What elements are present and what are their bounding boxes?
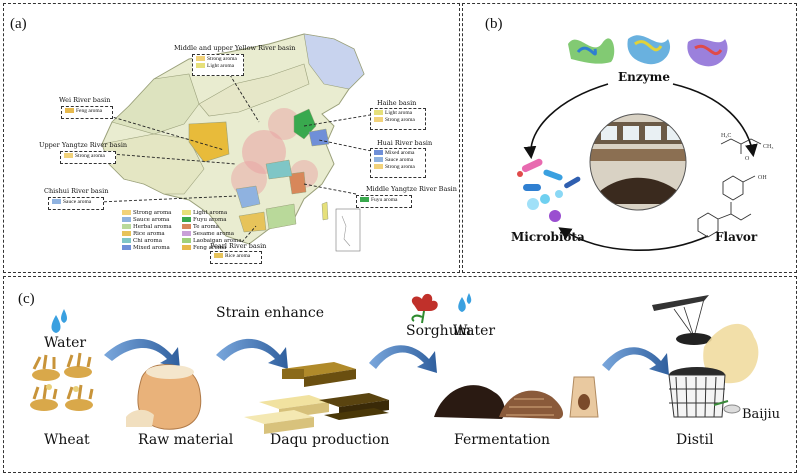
water2-label: Water: [453, 323, 496, 339]
arrow-enzyme-to-microbiota: [523, 83, 609, 160]
basin-title-chishui: Chishui River basin: [44, 187, 109, 195]
basin-title-yellow-river: Middle and upper Yellow River basin: [174, 44, 296, 52]
process-arrow: [104, 338, 180, 369]
enzyme-structures-icon: [568, 35, 728, 67]
basin-title-wei-river: Wei River basin: [59, 96, 111, 104]
guizhou-region: [235, 185, 261, 209]
svg-text:CH₃: CH₃: [763, 144, 773, 150]
south-china-sea-inset: [335, 208, 361, 252]
fermentation-piles-icon: [434, 376, 599, 419]
basin-title-pearl: Pearl River basin: [210, 242, 267, 250]
legend-item: Fuyu aroma: [182, 217, 242, 224]
aroma-cluster-southwest: [231, 161, 267, 197]
arrow-flavor-to-microbiota: [558, 227, 709, 252]
strain-enhance-label: Strain enhance: [216, 305, 325, 321]
jiangxi-region: [288, 171, 307, 195]
microbiota-icon: [517, 158, 581, 222]
panel-a-label: (a): [10, 16, 27, 32]
taiwan-region: [321, 201, 329, 221]
flavor-label: Flavor: [715, 230, 758, 244]
panel-c-label: (c): [18, 291, 35, 307]
basin-box-yellow-river: Strong aroma Light aroma: [192, 54, 244, 76]
legend-item: Herbal aroma: [122, 224, 182, 231]
aroma-cluster-north: [268, 108, 300, 140]
inner-mongolia-region: [198, 63, 310, 117]
wheat-icon: [30, 352, 94, 411]
raw-material-sack-icon: [126, 364, 202, 430]
basin-box-chishui: Sauce aroma: [48, 197, 104, 210]
process-arrow: [216, 338, 288, 369]
water-drop-icon: [61, 309, 67, 323]
leader-chishui: [98, 195, 237, 203]
legend-item: Sauce aroma: [122, 217, 182, 224]
daqu-bricks-icon: [244, 362, 389, 434]
panel-c: (c): [3, 276, 797, 473]
basin-title-middle-yangtze: Middle Yangtze River Basin: [366, 185, 457, 193]
fermentation-pit-photo: [590, 114, 686, 210]
sorghum-label: Sorghum: [406, 323, 471, 339]
panel-a: (a): [3, 3, 460, 273]
leader-upper-yangtze: [111, 153, 237, 165]
raw-material-label: Raw material: [138, 432, 234, 448]
process-arrow: [369, 345, 437, 373]
legend-item: Laobaigan aroma: [182, 238, 242, 245]
water-drop-icon: [466, 293, 472, 304]
hubei-region: [265, 159, 293, 180]
xinjiang-region: [111, 73, 200, 135]
distillation-still-icon: [652, 295, 759, 418]
process-arrow: [602, 347, 669, 375]
basin-title-huai: Huai River basin: [377, 139, 433, 147]
process-illustration: [30, 293, 759, 434]
leader-pearl: [241, 225, 257, 243]
china-map: [98, 33, 377, 252]
northeast-region: [303, 33, 365, 90]
fermentation-label: Fermentation: [454, 432, 551, 448]
arrow-enzyme-to-flavor: [672, 83, 758, 158]
legend-item: Te aroma: [182, 224, 242, 231]
leader-middle-yangtze: [303, 183, 357, 195]
legend-item: Feng aroma: [182, 245, 242, 252]
microbiota-label: Microbiota: [511, 230, 585, 244]
leader-haihe: [303, 113, 377, 127]
svg-text:H₃C: H₃C: [721, 133, 731, 139]
water-label: Water: [44, 335, 87, 351]
svg-text:OH: OH: [758, 175, 767, 181]
water-drop-icon: [458, 297, 466, 312]
legend-item: Chi aroma: [122, 238, 182, 245]
guangdong-region: [265, 203, 297, 230]
sorghum-icon: [411, 293, 438, 324]
guangxi-region: [238, 211, 267, 233]
legend-item: Strong aroma: [122, 210, 182, 217]
legend-item: Mixed aroma: [122, 245, 182, 252]
legend-item: Sesame aroma: [182, 231, 242, 238]
panel-b-label: (b): [485, 16, 503, 32]
qinghai-region: [188, 121, 230, 163]
panel-b: (b): [462, 3, 797, 273]
basin-box-pearl: Rice aroma: [210, 251, 262, 264]
basin-title-haihe: Haihe basin: [377, 99, 417, 107]
legend-item: Rice aroma: [122, 231, 182, 238]
water-drop-icon: [51, 315, 61, 333]
distil-label: Distil: [676, 432, 714, 448]
baijiu-label: Baijiu: [742, 407, 781, 422]
cycle-diagram: H₃C CH₃ O OH: [517, 35, 773, 252]
tibet-region: [101, 133, 205, 195]
wheat-label: Wheat: [44, 432, 90, 448]
basin-box-middle-yangtze: Fuyu aroma: [356, 195, 412, 208]
map-legend: Strong aroma Light aroma Sauce aroma Fuy…: [122, 210, 242, 252]
shandong-region: [308, 128, 330, 147]
legend-item: Light aroma: [182, 210, 242, 217]
basin-box-haihe: Light aroma Strong aroma: [370, 108, 426, 130]
basin-title-upper-yangtze: Upper Yangtze River basin: [39, 141, 128, 149]
svg-text:O: O: [745, 156, 750, 162]
basin-box-upper-yangtze: Strong aroma: [60, 151, 116, 164]
basin-box-wei-river: Feng aroma: [61, 106, 113, 119]
daqu-production-label: Daqu production: [270, 432, 390, 448]
flavor-molecules-icon: [697, 138, 762, 238]
enzyme-label: Enzyme: [618, 70, 670, 84]
basin-box-huai: Mixed aroma Sauce aroma Strong aroma: [370, 148, 426, 178]
